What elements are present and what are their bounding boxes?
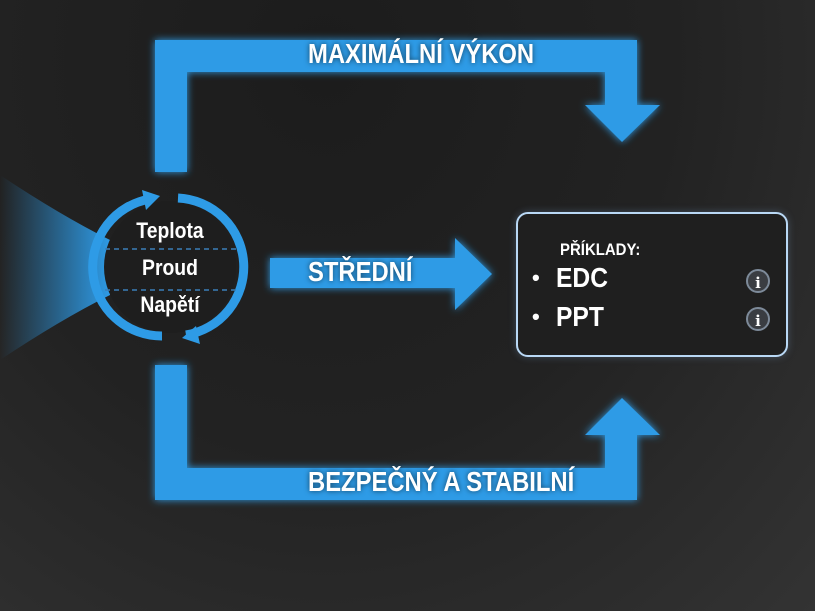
examples-title: PŘÍKLADY:: [560, 240, 641, 259]
example-label: PPT: [555, 301, 604, 332]
info-icon[interactable]: i: [746, 307, 770, 331]
bullet: •: [532, 304, 540, 329]
input-funnel: [0, 175, 110, 360]
bullet: •: [532, 265, 540, 290]
example-item-edc: • EDC: [532, 262, 615, 294]
example-label: EDC: [555, 262, 608, 293]
example-item-ppt: • PPT: [532, 301, 610, 333]
label-safe-stable: BEZPEČNÝ A STABILNÍ: [308, 466, 575, 497]
label-max-performance: MAXIMÁLNÍ VÝKON: [308, 38, 535, 69]
bottom-arrow: [155, 365, 660, 500]
examples-card: PŘÍKLADY: • EDC i • PPT i: [516, 212, 788, 357]
info-icon[interactable]: i: [746, 269, 770, 293]
label-medium: STŘEDNÍ: [308, 256, 413, 287]
middle-arrow: [270, 238, 492, 310]
top-arrow: [155, 40, 660, 172]
cycle-item-voltage: Napětí: [140, 292, 200, 317]
cycle-item-current: Proud: [142, 255, 198, 280]
cycle-arrows-icon: [88, 193, 249, 341]
cycle-item-temperature: Teplota: [136, 218, 204, 243]
